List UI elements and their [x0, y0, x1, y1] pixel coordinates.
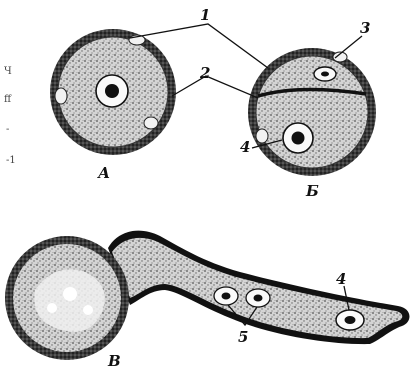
label-2: 2: [199, 64, 210, 82]
margin-mark: -: [6, 124, 9, 135]
label-4-top: 4: [240, 138, 250, 156]
cell-b-cytoplasm: [256, 56, 368, 168]
label-fig-b: Б: [305, 182, 319, 200]
cell-v-germinating-grain: [5, 231, 409, 360]
label-4-bottom: 4: [336, 270, 346, 288]
margin-marks: Ч ff - -1: [4, 66, 16, 166]
cell-a-pore: [144, 117, 158, 129]
margin-mark: ff: [4, 94, 12, 105]
cell-b-generative-nucleolus: [321, 72, 329, 77]
label-3: 3: [360, 19, 370, 37]
label-5: 5: [238, 328, 248, 346]
label-1: 1: [200, 6, 210, 24]
cell-b-vegetative-nucleolus: [292, 132, 305, 145]
label-fig-a: А: [97, 164, 110, 182]
label-fig-v: В: [107, 352, 121, 370]
cell-a-pore: [55, 88, 67, 104]
margin-mark: -1: [6, 155, 16, 166]
cell-a-microspore: [50, 29, 176, 155]
cell-b-pore: [256, 129, 268, 143]
cell-a-nucleolus: [105, 84, 119, 98]
margin-mark: Ч: [4, 66, 12, 77]
